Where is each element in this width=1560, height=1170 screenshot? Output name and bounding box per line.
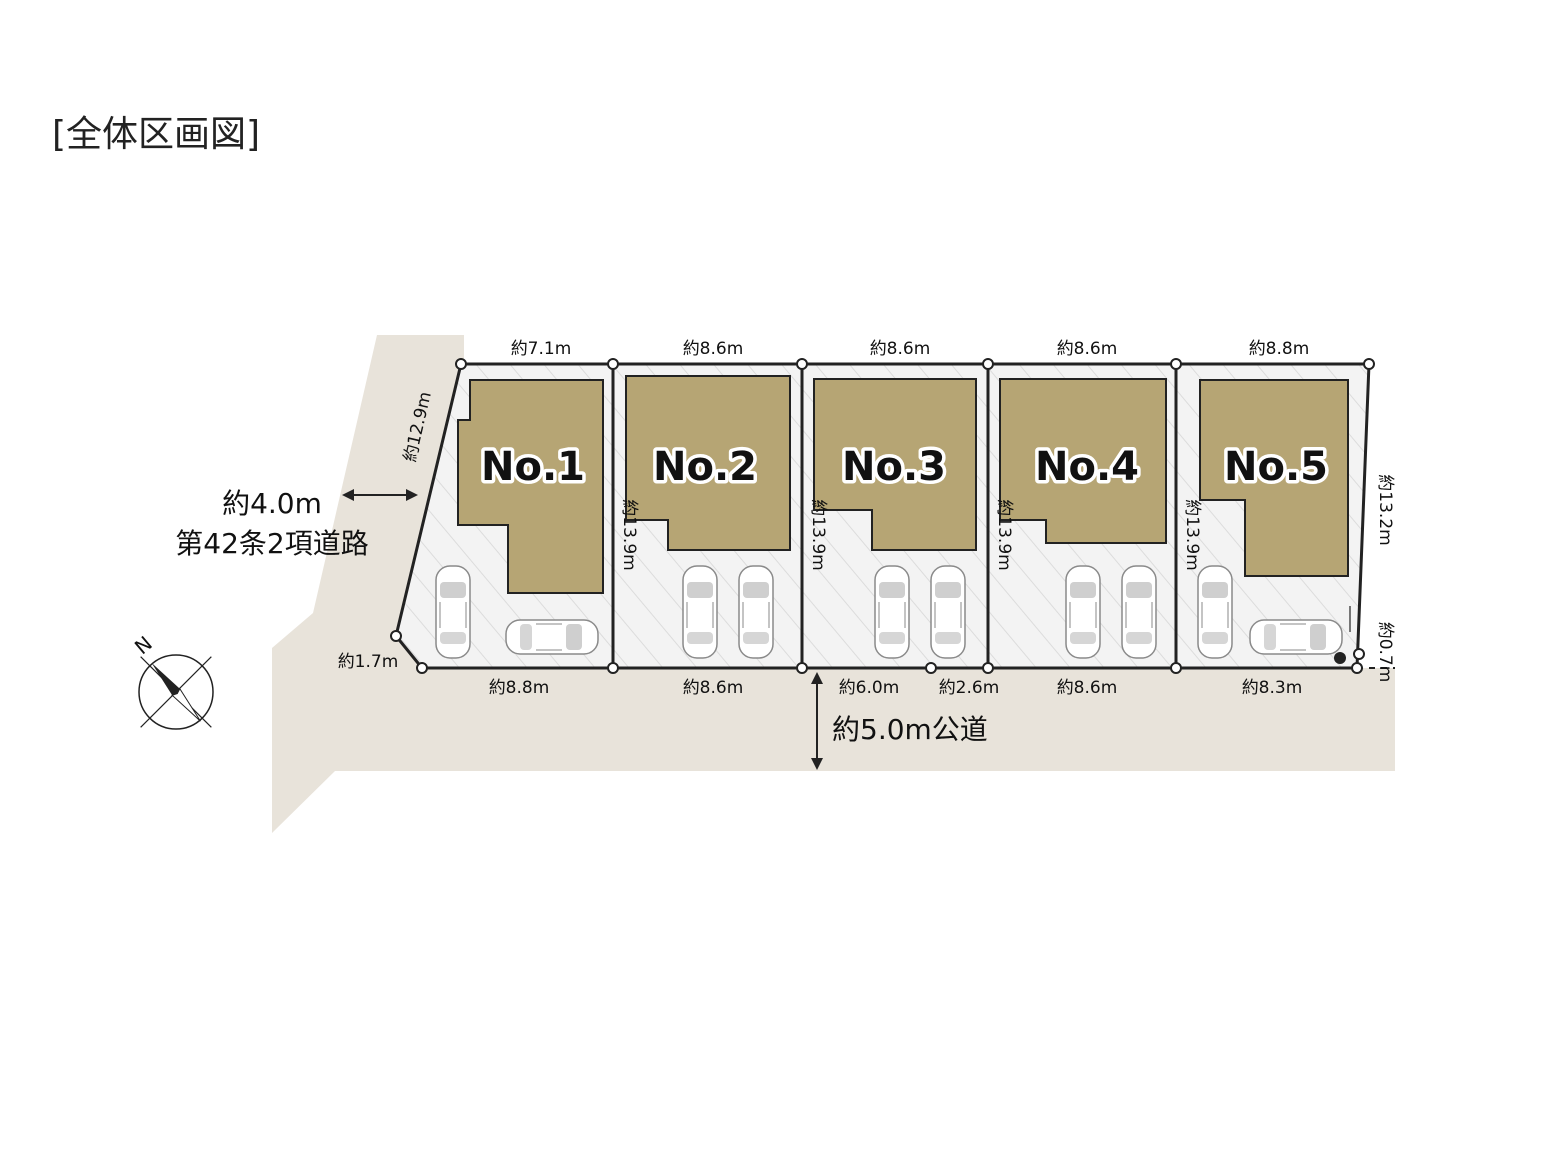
boundary-marker [1363, 358, 1375, 370]
dim-corner-cut: 約1.7m [338, 652, 399, 672]
building-no4 [999, 378, 1167, 544]
boundary-marker [796, 662, 808, 674]
car-icon [435, 565, 471, 659]
arrowhead-icon [342, 489, 354, 501]
page-title: [全体区画図] [52, 114, 260, 155]
boundary-marker [1353, 648, 1365, 660]
south-road-label: 約5.0m公道 [832, 713, 988, 746]
car-icon [1197, 565, 1233, 659]
boundary-marker [982, 358, 994, 370]
car-icon [1249, 619, 1343, 655]
lot-label-no1: No.1 [481, 444, 585, 490]
dim-bottom-3: 約6.0m [839, 678, 900, 698]
dim-bottom-1: 約8.8m [489, 678, 550, 698]
boundary-marker [390, 630, 402, 642]
boundary-marker [1351, 662, 1363, 674]
boundary-marker [607, 662, 619, 674]
building-no1 [457, 379, 604, 594]
car-icon [738, 565, 774, 659]
dim-top-5: 約8.8m [1249, 339, 1310, 359]
water-meter-icon [1334, 652, 1346, 664]
dim-bottom-2: 約8.6m [683, 678, 744, 698]
arrowhead-icon [406, 489, 418, 501]
dim-divider-3: 約13.9m [994, 499, 1014, 570]
boundary-marker [607, 358, 619, 370]
dim-divider-4: 約13.9m [1182, 499, 1202, 570]
compass-north-label: N [130, 631, 157, 659]
building-no5 [1199, 379, 1349, 577]
lot-label-no3: No.3 [842, 444, 946, 490]
dim-bottom-5: 約8.6m [1057, 678, 1118, 698]
boundary-marker [982, 662, 994, 674]
boundary-markers [390, 358, 1375, 674]
west-road [272, 335, 1395, 833]
car-icon [1121, 565, 1157, 659]
boundary-marker [796, 358, 808, 370]
dim-bottom-6: 約8.3m [1242, 678, 1303, 698]
car-icon [874, 565, 910, 659]
car-icon [930, 565, 966, 659]
boundary-marker [1170, 662, 1182, 674]
dim-top-2: 約8.6m [683, 339, 744, 359]
car-icon [505, 619, 599, 655]
arrowhead-icon [811, 672, 823, 684]
car-icon [1065, 565, 1101, 659]
building-no3 [813, 378, 977, 551]
car-icon [682, 565, 718, 659]
dim-divider-2: 約13.9m [808, 499, 828, 570]
dim-top-3: 約8.6m [870, 339, 931, 359]
dim-east-small: 約0.7m [1375, 622, 1395, 683]
lot-label-no2: No.2 [653, 444, 757, 490]
boundary-marker [416, 662, 428, 674]
boundary-marker [1170, 358, 1182, 370]
boundary-marker [925, 662, 937, 674]
lot-label-no4: No.4 [1035, 444, 1139, 490]
dim-divider-1: 約13.9m [619, 499, 639, 570]
north-arrow-icon: N [130, 631, 214, 730]
west-road-type: 第42条2項道路 [175, 527, 368, 560]
dim-top-4: 約8.6m [1057, 339, 1118, 359]
site-boundary [394, 362, 1371, 670]
west-road-width: 約4.0m [222, 487, 322, 520]
dim-east-edge: 約13.2m [1375, 474, 1395, 545]
boundary-marker [455, 358, 467, 370]
lot-label-no5: No.5 [1224, 444, 1328, 490]
dim-bottom-4: 約2.6m [939, 678, 1000, 698]
dim-top-1: 約7.1m [511, 339, 572, 359]
building-no2 [625, 375, 791, 551]
arrowhead-icon [811, 758, 823, 770]
